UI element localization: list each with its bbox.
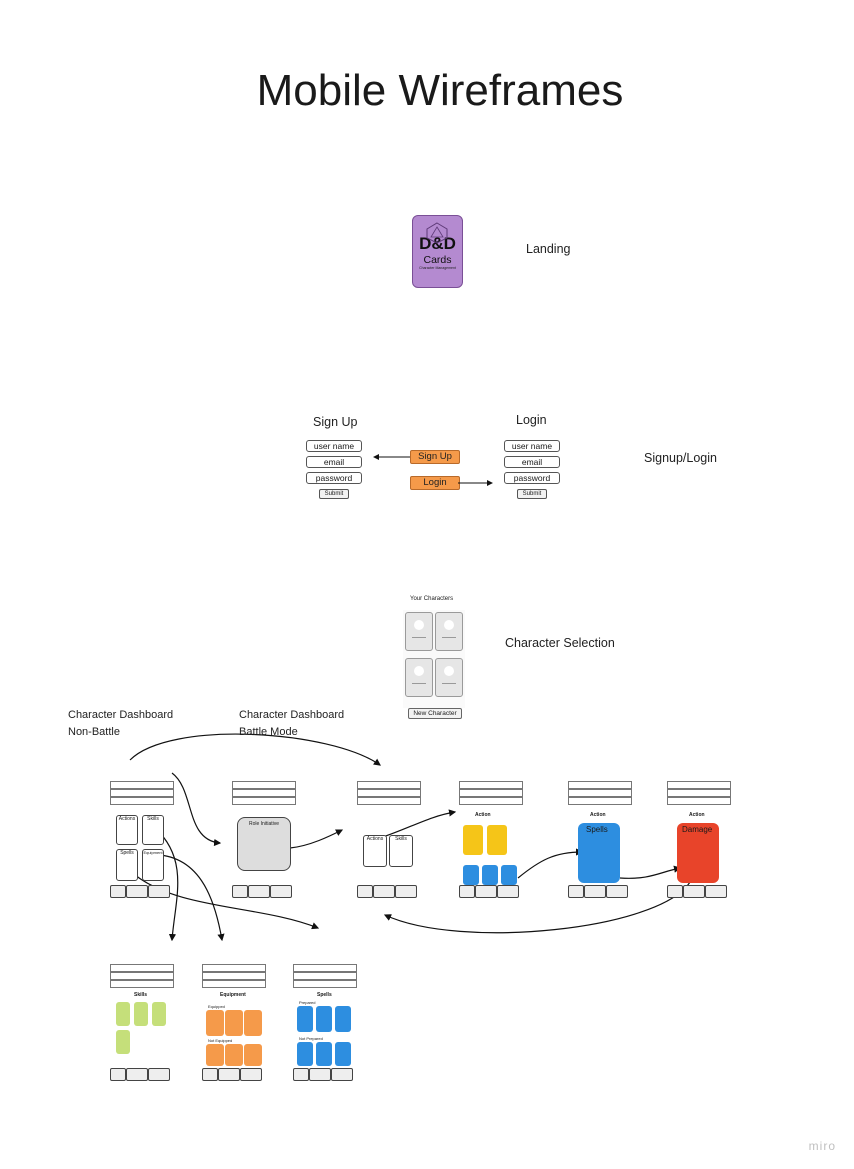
skill-card-green[interactable] bbox=[116, 1002, 130, 1026]
equipment-card-orange[interactable] bbox=[225, 1010, 243, 1036]
spell-card-blue[interactable] bbox=[316, 1042, 332, 1066]
character-selection-label: Character Selection bbox=[505, 636, 615, 650]
role-initiative-card[interactable]: Role Initiative bbox=[237, 817, 291, 871]
screen-dashboard-battle: Role Initiative bbox=[232, 765, 296, 898]
spell-card-blue[interactable] bbox=[316, 1006, 332, 1032]
arrow-to-damage bbox=[619, 865, 682, 879]
arrow-to-battle bbox=[171, 772, 222, 847]
signup-login-label: Signup/Login bbox=[644, 451, 717, 465]
skills-tile[interactable]: Skills bbox=[389, 835, 413, 867]
character-card[interactable] bbox=[405, 612, 433, 651]
spell-card-blue[interactable] bbox=[482, 865, 498, 885]
d20-icon bbox=[426, 222, 448, 244]
spell-card-blue[interactable] bbox=[297, 1006, 313, 1032]
miro-watermark: miro bbox=[808, 1139, 836, 1153]
spell-card-blue[interactable] bbox=[335, 1042, 351, 1066]
arrow-to-actions bbox=[379, 809, 457, 839]
equipment-card-orange[interactable] bbox=[206, 1044, 224, 1066]
screen-skills: Skills bbox=[110, 948, 174, 1081]
dnd-cards-logo: D&D Cards Character Management bbox=[412, 215, 463, 288]
login-heading: Login bbox=[516, 413, 547, 427]
spell-card-blue[interactable] bbox=[463, 865, 479, 885]
login-password-field[interactable]: password bbox=[504, 472, 560, 484]
screen-damage-detail: Action Damage bbox=[667, 765, 731, 898]
actions-tile[interactable]: Actions bbox=[116, 815, 138, 845]
login-email-field[interactable]: email bbox=[504, 456, 560, 468]
spell-card-blue[interactable] bbox=[297, 1042, 313, 1066]
actions-tile[interactable]: Actions bbox=[363, 835, 387, 867]
equipment-card-orange[interactable] bbox=[244, 1010, 262, 1036]
character-card[interactable] bbox=[405, 658, 433, 697]
screen-spells: Spells Prepared Not Prepared bbox=[293, 948, 357, 1081]
action-card-yellow[interactable] bbox=[487, 825, 507, 855]
login-submit-button[interactable]: Submit bbox=[517, 489, 547, 499]
equipment-card-orange[interactable] bbox=[206, 1010, 224, 1036]
new-character-button[interactable]: New Character bbox=[408, 708, 462, 719]
arrow-back-to-battle bbox=[383, 881, 691, 934]
spell-card-blue[interactable] bbox=[501, 865, 517, 885]
character-card[interactable] bbox=[435, 658, 463, 697]
character-card[interactable] bbox=[435, 612, 463, 651]
signup-button[interactable]: Sign Up bbox=[410, 450, 460, 464]
signup-email-field[interactable]: email bbox=[306, 456, 362, 468]
spells-tile[interactable]: Spells bbox=[116, 849, 138, 881]
page-title: Mobile Wireframes bbox=[256, 66, 624, 115]
arrow-battle-toggle bbox=[129, 733, 381, 766]
skills-tile[interactable]: Skills bbox=[142, 815, 164, 845]
login-username-field[interactable]: user name bbox=[504, 440, 560, 452]
screen-action-list: Action bbox=[459, 765, 523, 898]
arrow-to-action-card bbox=[517, 848, 584, 879]
signup-submit-button[interactable]: Submit bbox=[319, 489, 349, 499]
equipment-card-orange[interactable] bbox=[225, 1044, 243, 1066]
screen-equipment: Equipment Equipped Not Equipped bbox=[202, 948, 266, 1081]
screen-dashboard-nonbattle: Actions Skills Spells Equipment bbox=[110, 765, 174, 898]
spell-card-blue[interactable] bbox=[335, 1006, 351, 1032]
arrow-to-skills bbox=[154, 827, 179, 942]
screen-action-detail: Action Spells bbox=[568, 765, 632, 898]
signup-username-field[interactable]: user name bbox=[306, 440, 362, 452]
equipment-tile[interactable]: Equipment bbox=[142, 849, 164, 881]
damage-detail-card[interactable]: Damage bbox=[677, 823, 719, 883]
signup-password-field[interactable]: password bbox=[306, 472, 362, 484]
dashboard-nonbattle-label: Character Dashboard Non-Battle bbox=[68, 709, 174, 738]
your-characters-heading: Your Characters bbox=[410, 596, 454, 602]
arrow-to-initiative bbox=[289, 829, 344, 849]
skill-card-green[interactable] bbox=[116, 1030, 130, 1054]
landing-label: Landing bbox=[526, 242, 571, 256]
equipment-card-orange[interactable] bbox=[244, 1044, 262, 1066]
skill-card-green[interactable] bbox=[134, 1002, 148, 1026]
spell-detail-card[interactable]: Spells bbox=[578, 823, 620, 883]
signup-heading: Sign Up bbox=[313, 415, 358, 429]
action-card-yellow[interactable] bbox=[463, 825, 483, 855]
dashboard-battle-label: Character Dashboard Battle Mode bbox=[239, 709, 345, 738]
screen-battle-actions: Actions Skills bbox=[357, 765, 421, 898]
character-grid bbox=[403, 610, 465, 708]
logo-subtitle: Character Management bbox=[419, 266, 456, 270]
logo-cards: Cards bbox=[423, 254, 452, 266]
skill-card-green[interactable] bbox=[152, 1002, 166, 1026]
